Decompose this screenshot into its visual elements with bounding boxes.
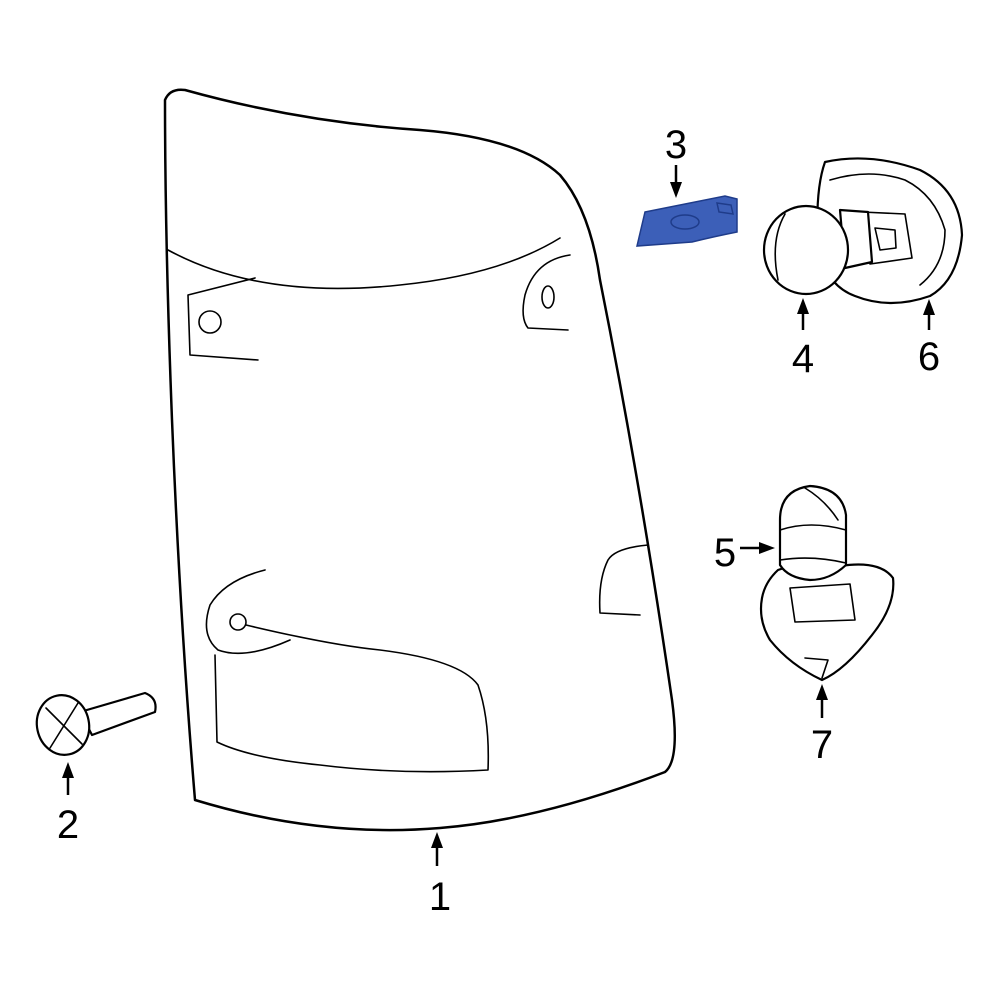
callout-1: 1: [429, 832, 451, 919]
svg-text:3: 3: [665, 123, 687, 167]
svg-text:6: 6: [918, 335, 940, 379]
svg-text:2: 2: [57, 803, 79, 847]
part-2-screw[interactable]: [31, 690, 157, 760]
callout-5: 5: [714, 531, 775, 575]
part-3-clip[interactable]: [636, 195, 738, 247]
clip-slot: [716, 202, 734, 215]
part-1-tail-lamp-housing[interactable]: [163, 88, 677, 832]
callout-3: 3: [665, 123, 687, 198]
svg-text:4: 4: [792, 337, 814, 381]
svg-text:5: 5: [714, 531, 736, 575]
clip-hole: [670, 214, 700, 230]
svg-text:1: 1: [429, 875, 451, 919]
callout-4: 4: [792, 298, 814, 381]
part-5-bulb[interactable]: [778, 484, 848, 582]
callout-7: 7: [811, 684, 833, 767]
part-7-socket[interactable]: [759, 563, 895, 682]
clip-highlight: [636, 195, 738, 247]
callout-2: 2: [57, 762, 79, 847]
svg-text:7: 7: [811, 723, 833, 767]
part-4-bulb[interactable]: [762, 204, 874, 296]
callout-6: 6: [918, 299, 940, 379]
